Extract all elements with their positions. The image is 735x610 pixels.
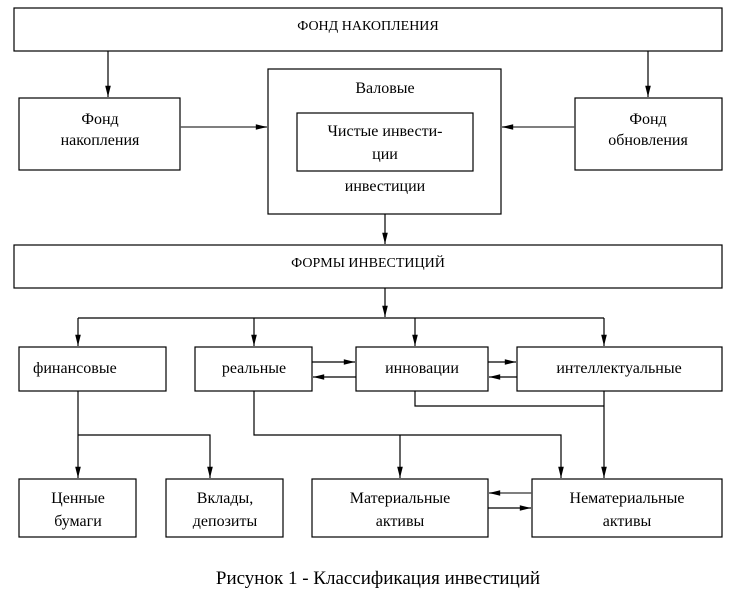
box-financial [18,346,167,392]
label-intangible-line2: активы [603,513,652,530]
node-tangible: Материальные активы [311,478,489,538]
label-securities-line1: Ценные [51,490,105,507]
box-intangible [531,478,723,538]
node-net-investment: Чистые инвести- ции [296,112,474,172]
label-deposits-line2: депозиты [193,513,258,530]
label-intellectual: интеллектуальные [556,360,681,377]
label-fund-accum-line1: Фонд [81,111,118,128]
box-innovation [355,346,489,392]
box-fund-top [13,7,723,52]
label-fund-renew-line1: Фонд [629,111,666,128]
node-real: реальные [194,346,313,392]
node-securities: Ценные бумаги [18,478,137,538]
node-intangible: Нематериальные активы [531,478,723,538]
node-forms: ФОРМЫ ИНВЕСТИЦИЙ [13,244,723,289]
node-fund-accum: Фонд накопления [18,97,181,171]
box-deposits [165,478,284,538]
label-innovation: инновации [385,360,459,377]
box-fund-accum [18,97,181,171]
node-fund-renew: Фонд обновления [574,97,723,171]
label-gross-bottom: инвестиции [345,178,426,195]
label-fund-top: ФОНД НАКОПЛЕНИЯ [297,19,439,34]
label-deposits-line1: Вклады, [197,490,253,507]
node-financial: финансовые [18,346,167,392]
label-net-line2: ции [372,146,398,163]
node-intellectual: интеллектуальные [516,346,723,392]
label-fund-accum-line2: накопления [61,132,140,149]
node-fund-top: ФОНД НАКОПЛЕНИЯ [13,7,723,52]
box-fund-renew [574,97,723,171]
label-tangible-line1: Материальные [350,490,451,507]
figure-caption: Рисунок 1 - Классификация инвестиций [216,568,540,589]
label-financial: финансовые [33,360,117,377]
label-securities-line2: бумаги [54,513,102,530]
node-deposits: Вклады, депозиты [165,478,284,538]
box-real [194,346,313,392]
label-fund-renew-line2: обновления [608,132,688,149]
box-intellectual [516,346,723,392]
label-tangible-line2: активы [376,513,425,530]
label-real: реальные [222,360,286,377]
label-net-line1: Чистые инвести- [328,123,443,140]
box-forms [13,244,723,289]
label-gross-top: Валовые [355,80,414,97]
box-net-investment [296,112,474,172]
edge-financial-to-deposits [78,434,213,478]
node-innovation: инновации [355,346,489,392]
box-securities [18,478,137,538]
label-intangible-line1: Нематериальные [570,490,685,507]
edge-innovation-to-intangible [414,391,604,407]
edge-real-to-intangible [253,391,564,478]
label-forms: ФОРМЫ ИНВЕСТИЦИЙ [291,254,445,271]
